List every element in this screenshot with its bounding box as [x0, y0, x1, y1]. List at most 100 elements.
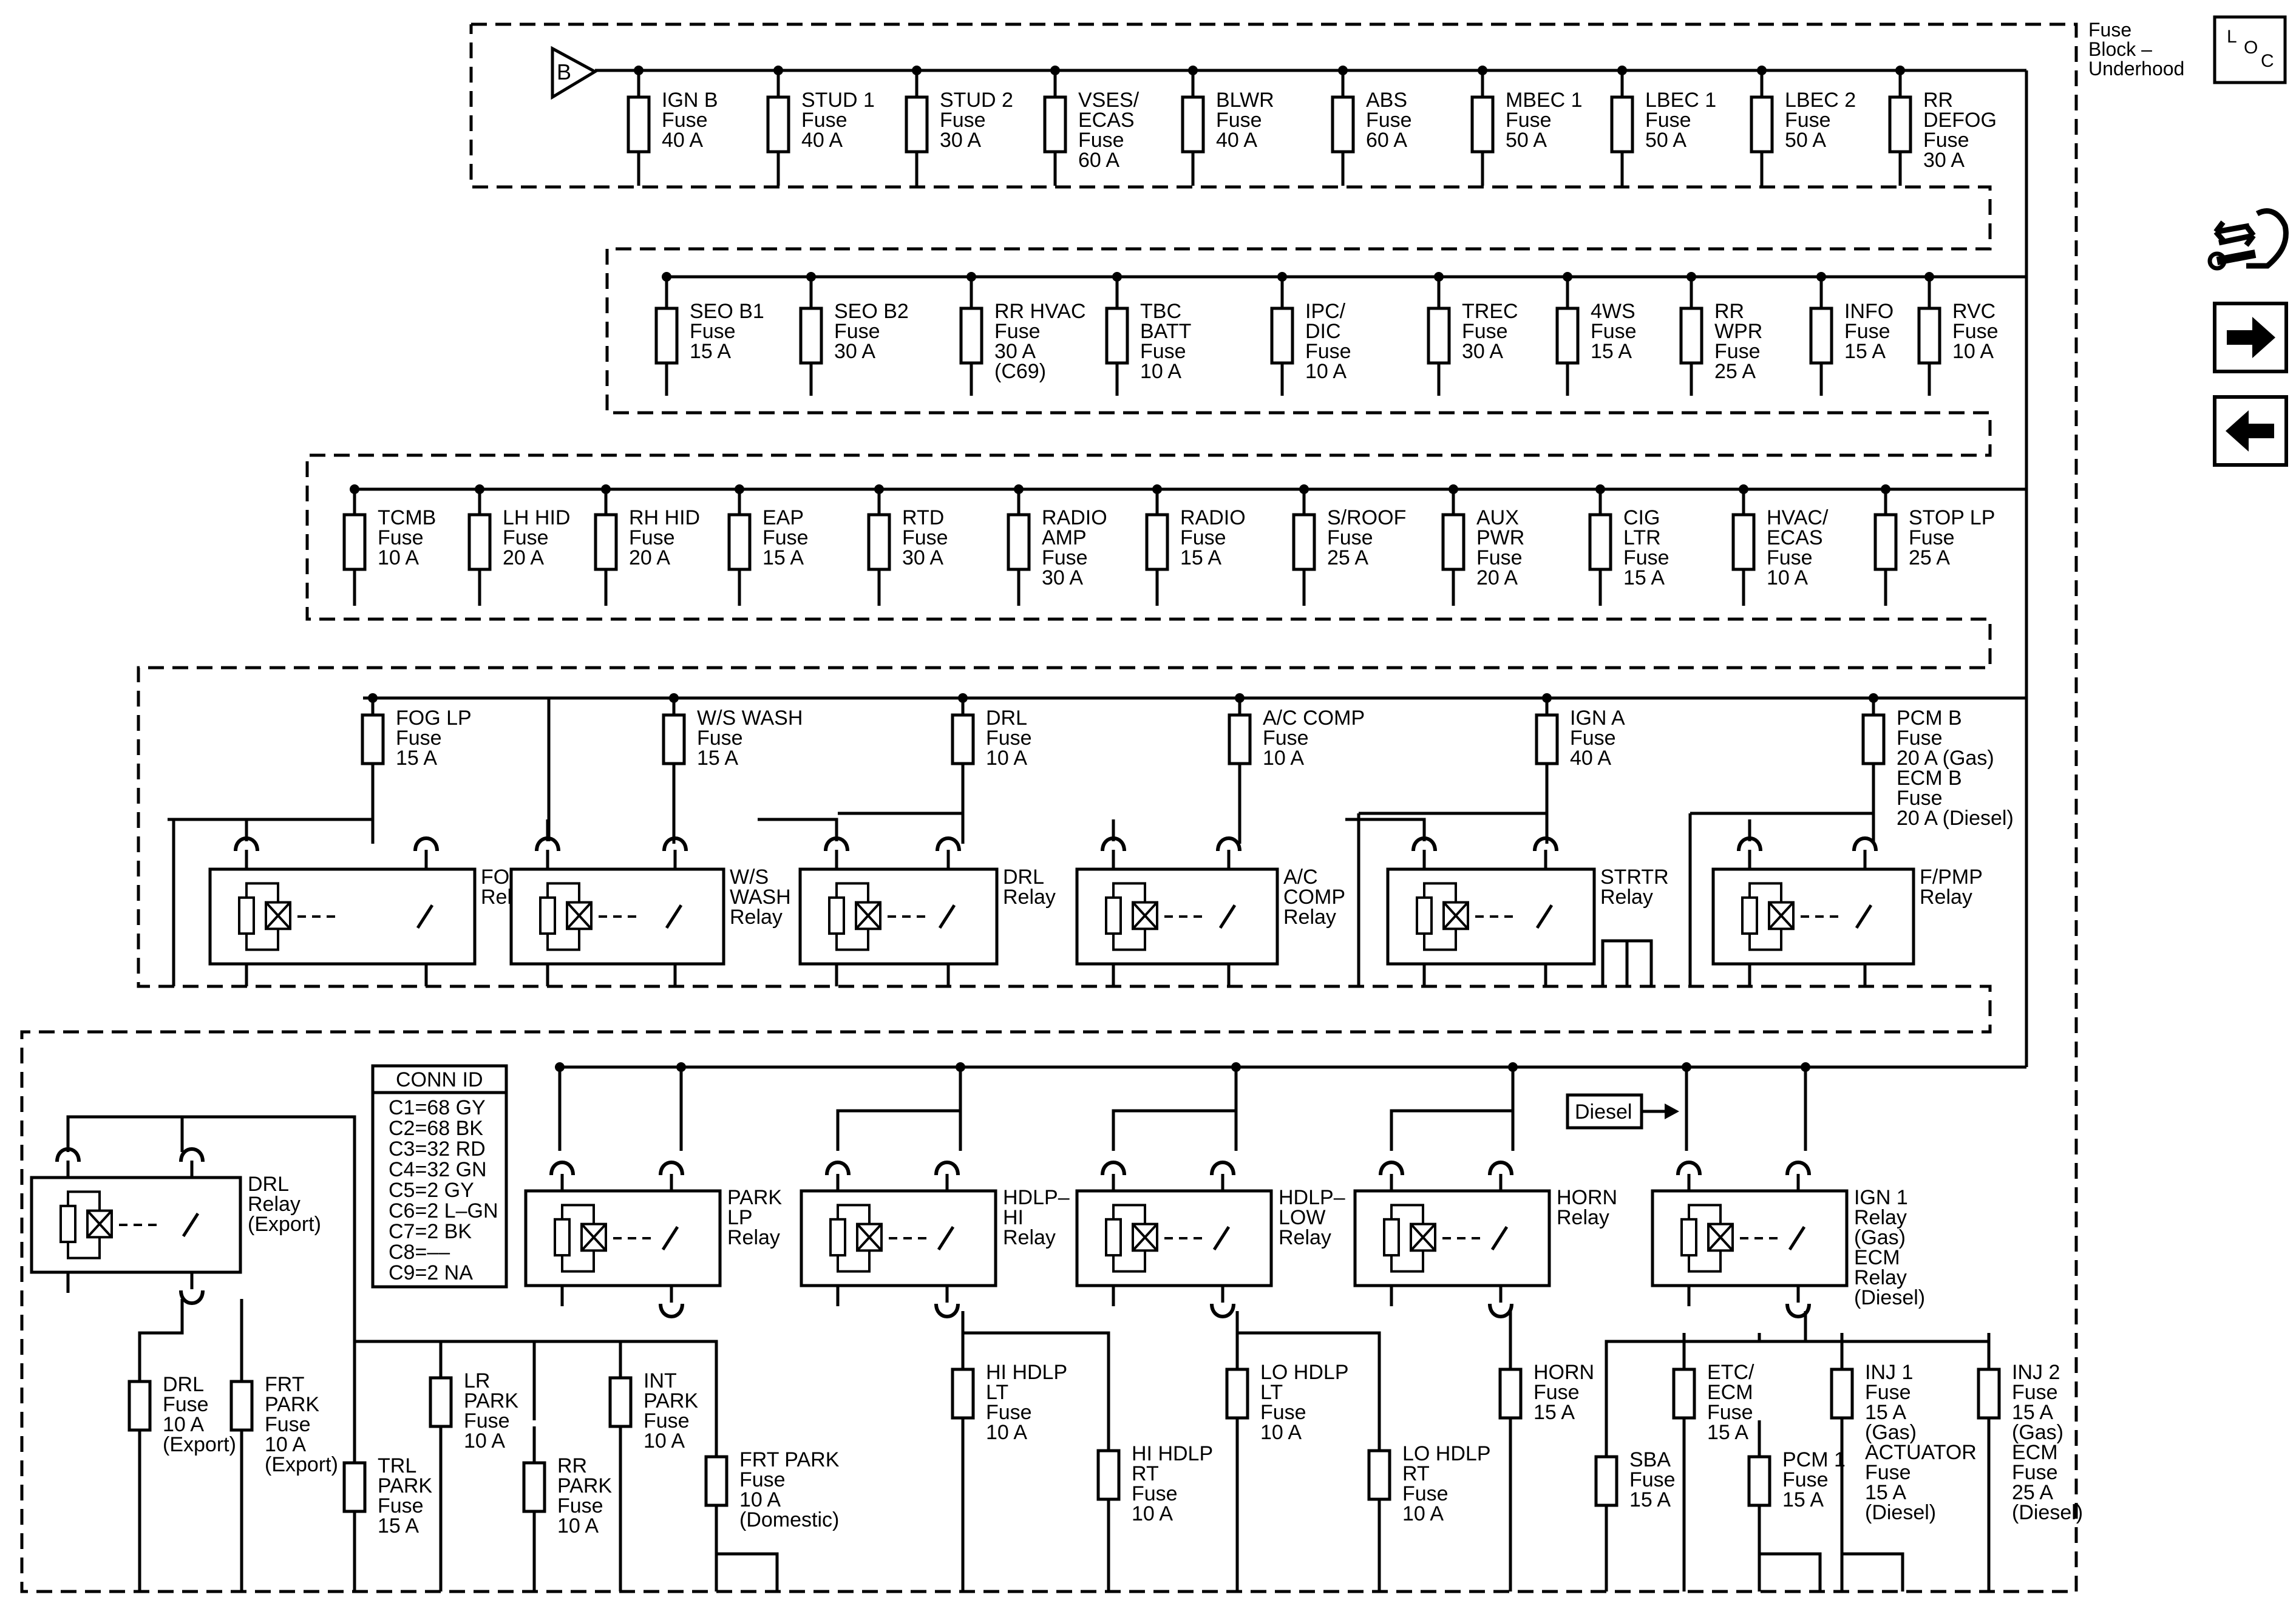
bottom-relay-2-label: PARK	[727, 1186, 782, 1209]
fuse-row3-6	[1007, 513, 1031, 571]
bottom-fuse-7-label: (Domestic)	[739, 1508, 839, 1531]
relay-switch	[1212, 1225, 1231, 1251]
bottom-fuse-14-label: ECM	[1707, 1381, 1753, 1404]
bottom-fuse-13-label: 15 A	[1629, 1488, 1671, 1511]
fuse-row2-8-label: 25 A	[1714, 360, 1756, 383]
bottom-relay-6	[1651, 1189, 1849, 1287]
fuse-row2-4-label: Fuse	[1140, 340, 1186, 363]
fuse-row3-12	[1873, 513, 1898, 571]
loc-icon[interactable]: L O C	[2213, 15, 2287, 84]
relay-row-fuse-2	[662, 713, 686, 765]
conn-id-row: C8=––	[389, 1241, 450, 1264]
bottom-fuse-7-label: 10 A	[739, 1488, 781, 1511]
fuse-row3-1-label: 10 A	[378, 546, 419, 569]
fuse-row3-1-label: TCMB	[378, 506, 436, 529]
bottom-fuse-1	[127, 1380, 152, 1432]
bottom-relay-2	[524, 1189, 722, 1287]
bottom-fuse-11	[1367, 1449, 1391, 1501]
bottom-relay-4-label: Relay	[1279, 1226, 1331, 1249]
fuse-row1-8	[1610, 95, 1634, 154]
fuse-row2-2-label: SEO B2	[834, 300, 909, 323]
relay-row-relay-6-label: F/PMP	[1920, 866, 1983, 889]
fuse-row2-8-label: WPR	[1714, 320, 1762, 343]
fuse-row1-6	[1331, 95, 1355, 154]
junction-dot	[1235, 693, 1245, 703]
fuse-row1-9-label: Fuse	[1785, 109, 1831, 132]
bottom-fuse-16	[1830, 1368, 1854, 1420]
conn-id-row: C7=2 BK	[389, 1220, 472, 1243]
relay-resistor	[1741, 896, 1758, 935]
fuse-row1-4-label: VSES/	[1078, 89, 1140, 112]
fuse-row1-1	[627, 95, 651, 154]
bottom-relay-2-label: Relay	[727, 1226, 780, 1249]
relay-row-fuse-2-label: 15 A	[697, 747, 738, 770]
relay-coil-wiring	[1112, 882, 1146, 951]
relay-row-relay-6-label: Relay	[1920, 886, 1972, 909]
bottom-relay-3-label: HI	[1003, 1206, 1024, 1229]
relay-row-fuse-6	[1861, 713, 1886, 765]
connector-terminal	[659, 1303, 684, 1318]
relay-switch	[937, 1225, 955, 1251]
relay-resistor	[238, 896, 255, 935]
fuse-row2-6-label: TREC	[1462, 300, 1518, 323]
connector-terminal	[179, 1147, 205, 1162]
fuse-row2-10-label: RVC	[1952, 300, 1995, 323]
arrow-right-icon[interactable]	[2213, 302, 2288, 373]
junction-dot	[1739, 484, 1748, 494]
fuse-row1-8-label: Fuse	[1645, 109, 1691, 132]
fuse-row3-8	[1292, 513, 1316, 571]
relay-row-fuse-2-label: W/S WASH	[697, 707, 803, 730]
relay-row-fuse-4-label: A/C COMP	[1263, 707, 1365, 730]
relay-coil-cross	[566, 901, 593, 930]
fuse-row1-7-label: MBEC 1	[1506, 89, 1583, 112]
connector-terminal	[1852, 836, 1878, 852]
relay-coil-cross	[1132, 901, 1158, 930]
connector-terminal	[1785, 1303, 1811, 1318]
junction-dot	[1595, 484, 1605, 494]
bottom-fuse-13-label: Fuse	[1629, 1468, 1676, 1491]
relay-housing	[1353, 1189, 1551, 1287]
bottom-fuse-15-label: PCM 1	[1782, 1448, 1846, 1471]
junction-dot	[1617, 66, 1627, 75]
battery-source-symbol: B	[551, 46, 599, 100]
bottom-fuse-11-label: Fuse	[1402, 1482, 1449, 1505]
fuse-row1-10-label: RR	[1923, 89, 1953, 112]
arrow-left-icon[interactable]	[2213, 395, 2288, 467]
block-title-line-2: Block –	[2088, 38, 2152, 60]
relay-coil-wiring	[1112, 1204, 1146, 1273]
junction-dot	[1895, 66, 1905, 75]
bottom-fuse-17-label: ECM	[2012, 1441, 2058, 1464]
bottom-fuse-4	[429, 1376, 453, 1428]
bottom-fuse-15-label: 15 A	[1782, 1488, 1824, 1511]
relay-coil-wiring	[546, 882, 580, 951]
fuse-row2-10-label: 10 A	[1952, 340, 1994, 363]
bottom-fuse-17-label: 15 A	[2012, 1401, 2053, 1424]
relay-coil-wiring	[1688, 1204, 1722, 1273]
connector-terminal	[662, 836, 688, 852]
relay-coil-wiring	[67, 1190, 101, 1259]
junction-dot	[1881, 484, 1890, 494]
relay-resistor	[1105, 896, 1122, 935]
fuse-row3-1	[342, 513, 367, 571]
bottom-fuse-3-label: TRL	[378, 1454, 416, 1477]
fuse-row2-9-label: INFO	[1844, 300, 1894, 323]
bottom-fuse-2-label: 10 A	[265, 1433, 306, 1456]
wrench-tool-icon[interactable]	[2207, 208, 2289, 271]
fuse-row2-2	[799, 307, 823, 365]
bottom-fuse-17-label: 25 A	[2012, 1481, 2053, 1504]
bottom-fuse-17-label: (Diesel)	[2012, 1501, 2083, 1524]
fuse-row3-3-label: RH HID	[629, 506, 700, 529]
connector-terminal	[1488, 1303, 1513, 1318]
bottom-fuse-8-label: 10 A	[986, 1421, 1027, 1444]
bottom-fuse-17	[1977, 1368, 2001, 1420]
fuse-row2-3-label: 30 A	[994, 340, 1036, 363]
fuse-row2-5-label: IPC/	[1305, 300, 1346, 323]
junction-dot	[1277, 272, 1287, 282]
relay-row-relay-3-label: DRL	[1003, 866, 1044, 889]
conn-id-row: C9=2 NA	[389, 1261, 473, 1284]
bottom-fuse-6-label: INT	[644, 1369, 677, 1392]
bottom-relay-6-label: Relay	[1854, 1266, 1907, 1289]
bottom-fuse-16-label: 15 A	[1865, 1481, 1906, 1504]
relay-switch	[182, 1212, 200, 1238]
bottom-relay-6-label: ECM	[1854, 1246, 1900, 1269]
